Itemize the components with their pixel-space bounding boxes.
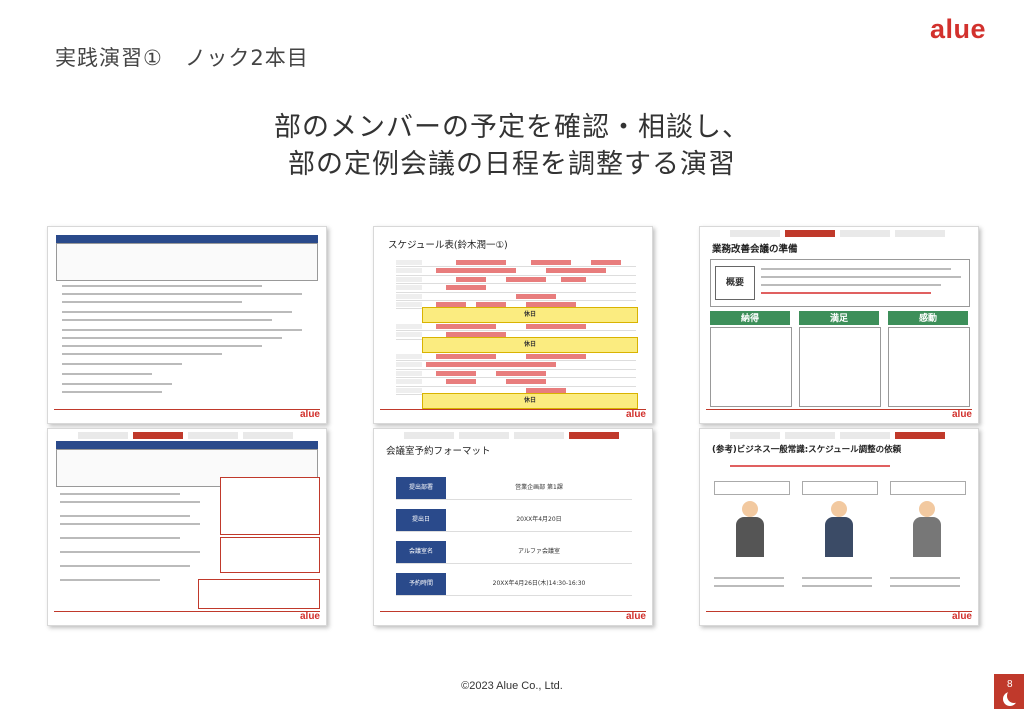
thumbnail-logo: alue: [951, 611, 972, 622]
form-key: 会議室名: [396, 541, 446, 563]
col-kando: 感動: [888, 311, 968, 325]
form-row: 提出日 20XX年4月20日: [396, 509, 632, 532]
form-key: 提出部署: [396, 477, 446, 499]
person-illustration-1: [730, 501, 770, 561]
thumbnail-reference: (参考)ビジネス一般常識:スケジュール調整の依頼 alue: [699, 428, 979, 626]
thumbnail-logo: alue: [625, 611, 646, 622]
form-value: 20XX年4月20日: [516, 516, 562, 523]
thumbnail-logo: alue: [299, 409, 320, 420]
form-key: 提出日: [396, 509, 446, 531]
form-row: 会議室名 アルファ会議室: [396, 541, 632, 564]
annotation-box-1: [220, 477, 320, 535]
person-illustration-3: [907, 501, 947, 561]
alue-logo: alue: [929, 14, 986, 44]
reference-title: (参考)ビジネス一般常識:スケジュール調整の依頼: [712, 445, 902, 455]
form-row: 提出部署 営業企画部 第1課: [396, 477, 632, 500]
holiday-block-2: 休日: [422, 337, 638, 353]
page-number-badge: 8: [994, 674, 1024, 709]
form-title: 会議室予約フォーマット: [386, 446, 491, 457]
form-value: 営業企画部 第1課: [515, 484, 563, 491]
mail-meta-box: [56, 243, 318, 281]
form-value: 20XX年4月26日(木)14:30-16:30: [492, 580, 586, 587]
copyright: ©2023 Alue Co., Ltd.: [461, 680, 563, 692]
overview-box: 概要: [710, 259, 970, 307]
mail-header-bar: [56, 235, 318, 243]
thumbnail-annotated-email: alue: [47, 428, 327, 626]
thumbnail-improvement: 業務改善会議の準備 概要 納得 満足 感動 alue: [699, 226, 979, 424]
schedule-grid: [396, 259, 636, 310]
slide-title: 実践演習① ノック2本目: [55, 46, 309, 70]
col-manzoku: 満足: [799, 311, 879, 325]
thumbnail-logo: alue: [299, 611, 320, 622]
headline-line-1: 部のメンバーの予定を確認・相談し、: [274, 112, 750, 143]
form-value: アルファ会議室: [518, 548, 560, 555]
thumbnail-logo: alue: [951, 409, 972, 420]
col-nattoku: 納得: [710, 311, 790, 325]
holiday-block-3: 休日: [422, 393, 638, 409]
form-row: 予約時間 20XX年4月26日(木)14:30-16:30: [396, 573, 632, 596]
schedule-title: スケジュール表(鈴木潤一①): [388, 240, 508, 251]
thumbnail-email: alue: [47, 226, 327, 424]
form-key: 予約時間: [396, 573, 446, 595]
person-illustration-2: [819, 501, 859, 561]
headline-line-2: 部の定例会議の日程を調整する演習: [288, 149, 736, 180]
thumbnail-schedule: スケジュール表(鈴木潤一①) 休日 休日 休日 alue: [373, 226, 653, 424]
overview-label: 概要: [715, 266, 755, 300]
annotation-box-3: [198, 579, 320, 609]
annotation-box-2: [220, 537, 320, 573]
improvement-title: 業務改善会議の準備: [712, 244, 798, 255]
thumbnail-logo: alue: [625, 409, 646, 420]
thumbnail-reservation-form: 会議室予約フォーマット 提出部署 営業企画部 第1課 提出日 20XX年4月20…: [373, 428, 653, 626]
page-number: 8: [1007, 679, 1013, 690]
holiday-block-1: 休日: [422, 307, 638, 323]
